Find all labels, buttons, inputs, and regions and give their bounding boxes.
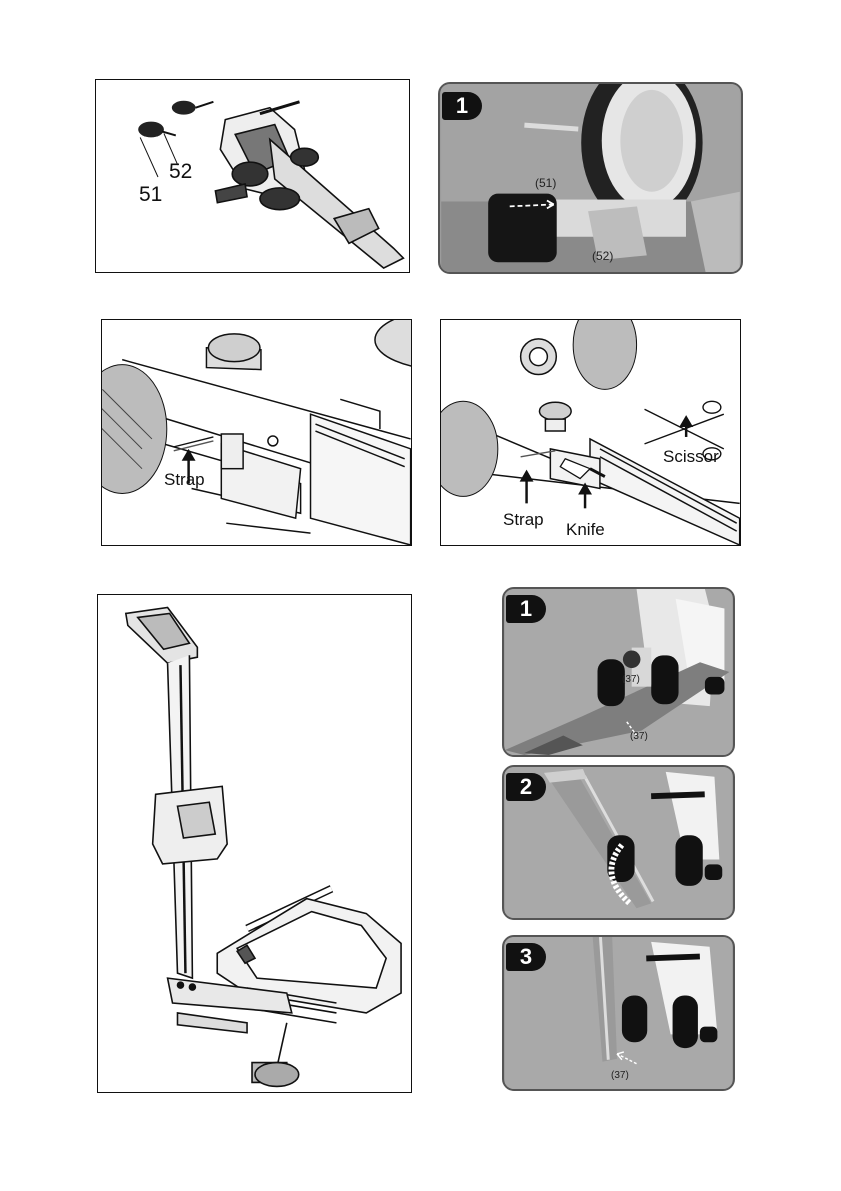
part-51-bolt — [172, 101, 214, 115]
part-label-52: 52 — [169, 160, 192, 184]
panel-fold-step-2: 2 — [502, 765, 735, 920]
rower-front-drawing — [96, 80, 409, 272]
step-badge: 1 — [506, 595, 546, 623]
step-badge: 3 — [506, 943, 546, 971]
panel-fold-step-3: 3 (37) — [502, 935, 735, 1091]
part-52-end-cap — [138, 122, 176, 138]
step-badge: 1 — [442, 92, 482, 120]
panel-cut-strap: Strap Knife Scissor — [440, 319, 741, 546]
scissor-label: Scissor — [663, 447, 719, 467]
step-badge: 2 — [506, 773, 546, 801]
strap-label: Strap — [164, 470, 205, 490]
panel-strap: Strap — [101, 319, 412, 546]
panel-folded-rower — [97, 594, 412, 1093]
folded-rower-drawing — [98, 595, 411, 1092]
endcap-photo-illustration — [440, 84, 741, 272]
callout-52: (52) — [592, 249, 613, 263]
strap-drawing — [102, 320, 411, 545]
knife-label: Knife — [566, 520, 605, 540]
cut-strap-drawing — [441, 320, 740, 545]
callout-37: (37) — [622, 674, 640, 685]
wheel-drawing — [102, 365, 167, 494]
callout-37: (37) — [611, 1070, 629, 1081]
callout-51: (51) — [535, 176, 556, 190]
callout-37: (37) — [630, 731, 648, 742]
panel-parts-51-52: 51 52 — [95, 79, 410, 273]
panel-fold-step-1: 1 (37) (37) — [502, 587, 735, 757]
panel-endcap-photo: 1 (51) (52) — [438, 82, 743, 274]
front-wheel-drawing — [441, 401, 498, 496]
rear-wheel-drawing — [573, 320, 636, 389]
strap-label: Strap — [503, 510, 544, 530]
part-label-51: 51 — [139, 183, 162, 207]
